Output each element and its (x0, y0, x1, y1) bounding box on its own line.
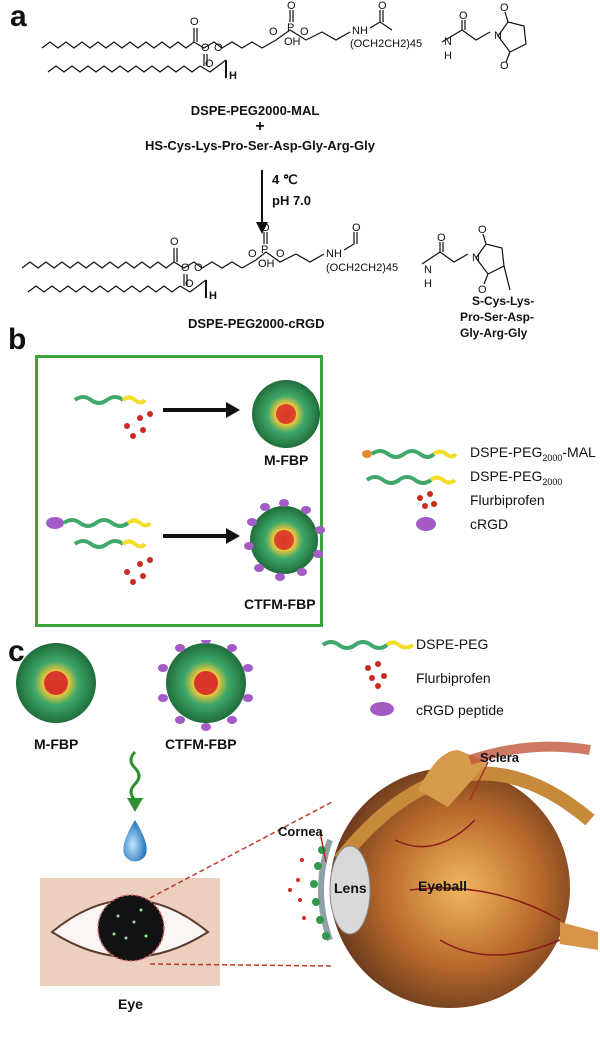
succinimide-ring (475, 243, 505, 275)
atom-oh-1: OH (284, 36, 301, 48)
atom-n-p2: N (472, 252, 480, 264)
legend-c-item-drug: Flurbiprofen (416, 670, 491, 686)
atom-o-4: O (205, 58, 214, 70)
atom-o-10: O (500, 2, 509, 14)
reactant-tail-1 (41, 41, 195, 49)
panel-letter-b: b (8, 323, 27, 356)
atom-n-2: N (494, 30, 502, 42)
atom-o-5: O (287, 0, 296, 12)
product-backbone (173, 261, 243, 269)
atom-o-p7: O (276, 248, 285, 260)
atom-o-p6: O (248, 248, 257, 260)
atom-o-11: O (500, 60, 509, 72)
label-eye: Eye (118, 996, 143, 1012)
legend-b: DSPE-PEG2000-MAL DSPE-PEG2000 Flurbiprof… (470, 444, 600, 544)
atom-oh-p1: OH (258, 258, 275, 270)
atom-p-1: P (287, 22, 295, 34)
crgd-decoration-b (244, 499, 325, 581)
reactant-name: DSPE-PEG2000-MAL (190, 103, 320, 118)
atom-h-p2: H (424, 278, 432, 290)
atom-o-p8: O (352, 222, 361, 234)
atom-o-p9: O (437, 232, 446, 244)
label-eyeball: Eyeball (418, 878, 468, 894)
atom-o-p1: O (170, 236, 179, 248)
label-m-fbp-b: M-FBP (264, 452, 309, 468)
panel-c-illustration (16, 640, 598, 1008)
label-sclera: Sclera (480, 750, 520, 765)
product-name: DSPE-PEG2000-cRGD (188, 316, 325, 331)
atom-o-8: O (378, 0, 387, 12)
atom-o-p10: O (478, 224, 487, 236)
peptide-sequence: HS-Cys-Lys-Pro-Ser-Asp-Gly-Arg-Gly (145, 138, 375, 153)
label-ctfm-fbp-c: CTFM-FBP (165, 736, 237, 752)
atom-o-p5: O (261, 222, 270, 234)
condition-temperature: 4 ℃ (272, 172, 298, 187)
formulation-box (35, 355, 323, 627)
atom-o-p3: O (194, 262, 203, 274)
peptide-chain-line1: S-Cys-Lys- (472, 294, 535, 308)
atom-o-2: O (201, 42, 210, 54)
atom-nh-1: NH (352, 25, 368, 37)
legend-c: DSPE-PEG Flurbiprofen cRGD peptide (416, 636, 600, 736)
atom-o-p2: O (181, 262, 190, 274)
atom-h-p1: H (209, 290, 217, 302)
eye-drop-icon (123, 820, 147, 862)
atom-h-1: H (229, 70, 237, 82)
drug-dots-2 (124, 557, 153, 585)
legend-c-item-crgd: cRGD peptide (416, 702, 504, 718)
peptide-chain-line2: Pro-Ser-Asp- (460, 310, 535, 324)
peg-repeat-1: (OCH2CH2)45 (350, 38, 423, 50)
panel-a-structures (21, 10, 527, 298)
lens (329, 845, 371, 935)
label-cornea: Cornea (278, 824, 323, 839)
legend-c-item-peg: DSPE-PEG (416, 636, 489, 652)
atom-o-9: O (459, 10, 468, 22)
product-tail-2 (27, 285, 181, 293)
atom-o-3: O (214, 42, 223, 54)
atom-n-1: N (444, 36, 452, 48)
administration-arrow (129, 750, 141, 802)
label-ctfm-fbp-b: CTFM-FBP (244, 596, 316, 612)
legend-b-item-drug: Flurbiprofen (470, 492, 545, 508)
legend-b-item-mal: DSPE-PEG2000-MAL (470, 444, 596, 463)
atom-o-p11: O (478, 284, 487, 296)
atom-o-1: O (190, 16, 199, 28)
legend-b-item-peg: DSPE-PEG2000 (470, 468, 563, 487)
drug-dots-1 (124, 411, 153, 439)
product-tail-1 (21, 261, 175, 269)
atom-nh-p1: NH (326, 248, 342, 260)
panel-letter-c: c (8, 635, 25, 668)
peg-repeat-2: (OCH2CH2)45 (326, 262, 399, 274)
atom-p-p1: P (261, 244, 269, 256)
atom-o-p4: O (185, 278, 194, 290)
plus-sign: + (255, 118, 265, 135)
maleimide-ring (497, 21, 527, 53)
atom-o-6: O (269, 26, 278, 38)
panel-letter-a: a (10, 0, 27, 33)
atom-o-7: O (300, 26, 309, 38)
label-lens: Lens (334, 880, 367, 896)
reactant-backbone (193, 41, 263, 49)
panel-b-illustration (46, 380, 458, 585)
cornea-particles (288, 846, 330, 940)
polymer-strand-mal (73, 395, 125, 405)
atom-h-2: H (444, 50, 452, 62)
crgd-cap (46, 517, 64, 529)
atom-n-p1: N (424, 264, 432, 276)
condition-ph: pH 7.0 (272, 193, 312, 208)
reactant-tail-2 (47, 65, 201, 73)
crgd-decoration-c (158, 640, 253, 731)
peptide-chain-line3: Gly-Arg-Gly (460, 326, 528, 340)
legend-b-item-crgd: cRGD (470, 516, 509, 532)
label-m-fbp-c: M-FBP (34, 736, 79, 752)
